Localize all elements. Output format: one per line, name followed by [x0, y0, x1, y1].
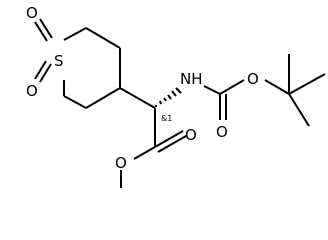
tert-butyl-group [264, 54, 326, 127]
bond-o-to-quaternary-carbon [264, 79, 290, 95]
atom-oxygen-sulfonyl-bottom: O [26, 82, 38, 100]
atom-oxygen-sulfonyl-top: O [26, 4, 38, 22]
hash-line [175, 87, 182, 94]
atom-nh: NH [180, 70, 203, 88]
bond-c2-c3 [85, 27, 121, 49]
molecule-structure: S O O NH O O O O &1 [0, 0, 328, 210]
bond-n-to-carbamate-carbon [203, 85, 221, 95]
hashed-wedge-bond [155, 87, 182, 107]
bond-s-o-top-a [39, 18, 53, 39]
bond-ester-carbon-to-o [133, 146, 156, 160]
thiane-ring [63, 27, 121, 109]
atom-oxygen-ester-carbonyl: O [185, 126, 197, 144]
bond-c5-c6 [63, 95, 87, 109]
hash-line [167, 94, 172, 100]
bond-c4-c5 [85, 87, 121, 109]
bond-carbamate-carbon-to-o [219, 79, 245, 95]
bond-ester-carbonyl-a [154, 130, 184, 148]
atom-oxygen-carbamate-carbonyl: O [216, 123, 228, 141]
hash-line [163, 97, 167, 102]
atom-oxygen-ester-methoxy: O [115, 154, 127, 172]
bond-methyl-down [288, 93, 310, 127]
hash-line [159, 100, 162, 105]
stereo-label: &1 [161, 114, 172, 123]
atom-oxygen-carbamate-ester: O [247, 70, 259, 88]
sulfonyl-oxygen-bonds [34, 18, 53, 83]
bond-s-c2 [63, 27, 87, 41]
bond-s-o-bottom-a [39, 63, 52, 83]
atom-sulfur: S [54, 52, 64, 70]
canvas-background [0, 0, 328, 210]
bond-ring-to-alpha-carbon [119, 87, 156, 109]
bond-ester-carbonyl-b [157, 135, 187, 153]
hash-line [171, 90, 177, 97]
bond-methyl-right [288, 73, 326, 95]
bond-s-o-bottom-b [34, 60, 47, 80]
bond-s-o-top-b [34, 21, 48, 42]
